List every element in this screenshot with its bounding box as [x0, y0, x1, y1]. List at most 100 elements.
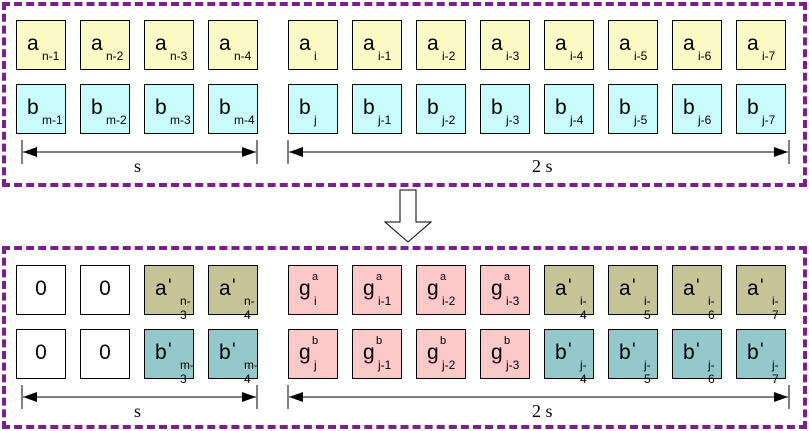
array-cell: b'j-6: [672, 329, 722, 386]
cell-symbol: 0: [35, 277, 47, 300]
cell-symbol: b: [155, 96, 167, 119]
cell-symbol: a: [155, 32, 167, 55]
cell-symbol: a: [27, 32, 39, 55]
array-cell: a'n-3: [144, 265, 194, 322]
array-cell: 0: [80, 329, 130, 379]
cell-symbol: a: [299, 32, 311, 55]
array-cell: b'm-3: [144, 329, 194, 386]
array-cell: a'n-4: [208, 265, 258, 322]
array-cell: a'i-7: [736, 265, 786, 322]
cell-symbol: b: [747, 341, 759, 364]
cell-subscript: m-4: [234, 113, 255, 127]
cell-subscript: j-7: [772, 358, 779, 386]
array-cell: a'i-6: [672, 265, 722, 322]
array-cell: a'i-5: [608, 265, 658, 322]
cell-superscript: a: [312, 271, 319, 283]
cell-symbol: a: [91, 32, 103, 55]
array-cell: b'j-4: [544, 329, 594, 386]
cell-prime: ': [760, 276, 764, 297]
array-cell: 0: [16, 265, 66, 315]
cell-symbol: b: [555, 96, 567, 119]
cell-subscript: n-1: [42, 49, 60, 63]
dimension-2s: [287, 140, 790, 164]
cell-subscript: j: [314, 113, 317, 127]
cell-subscript: j: [314, 358, 317, 372]
cell-subscript: i-3: [506, 49, 520, 63]
dimension-s: [21, 140, 258, 164]
cell-superscript: a: [504, 271, 511, 283]
dimension-s-label: s: [134, 401, 142, 421]
cell-prime: ': [568, 276, 572, 297]
cell-symbol: b: [27, 96, 39, 119]
cell-symbol: g: [299, 277, 311, 300]
cell-subscript: m-3: [180, 358, 194, 386]
cell-symbol: g: [427, 277, 439, 300]
cell-subscript: i-4: [580, 294, 587, 322]
cell-symbol: a: [683, 277, 695, 300]
cell-symbol: a: [219, 32, 231, 55]
cell-subscript: m-1: [42, 113, 63, 127]
cell-prime: ': [760, 340, 764, 361]
cell-subscript: m-3: [170, 113, 191, 127]
cell-symbol: 0: [35, 341, 47, 364]
cell-symbol: a: [619, 32, 631, 55]
cell-subscript: n-3: [170, 49, 188, 63]
cell-symbol: b: [363, 96, 375, 119]
array-cell: b' j-7: [736, 329, 786, 386]
cell-symbol: b: [619, 341, 631, 364]
cell-superscript: a: [440, 271, 447, 283]
array-cell: b'm-4: [208, 329, 258, 386]
cell-symbol: a: [427, 32, 439, 55]
cell-subscript: i-5: [634, 49, 648, 63]
cell-symbol: a: [219, 277, 231, 300]
dimension-2s-label: 2 s: [532, 401, 553, 421]
cell-subscript: m-2: [106, 113, 127, 127]
cell-subscript: j-1: [378, 358, 392, 372]
cell-symbol: g: [363, 341, 375, 364]
cell-symbol: a: [619, 277, 631, 300]
cell-symbol: 0: [99, 277, 111, 300]
cell-subscript: j-5: [644, 358, 651, 386]
cell-symbol: 0: [99, 341, 111, 364]
cell-subscript: i-3: [506, 294, 520, 308]
cell-subscript: i: [314, 49, 317, 63]
cell-symbol: b: [427, 96, 439, 119]
cell-symbol: b: [683, 96, 695, 119]
cell-subscript: j-3: [506, 113, 520, 127]
cell-subscript: j-4: [570, 113, 584, 127]
cell-symbol: b: [91, 96, 103, 119]
cell-subscript: j-6: [708, 358, 715, 386]
cell-symbol: a: [747, 32, 759, 55]
cell-subscript: n-4: [234, 49, 252, 63]
cell-prime: ': [696, 276, 700, 297]
cell-subscript: i-7: [772, 294, 779, 322]
cell-symbol: g: [427, 341, 439, 364]
cell-symbol: a: [683, 32, 695, 55]
cell-subscript: i-1: [378, 294, 392, 308]
array-cell: b'j-5: [608, 329, 658, 386]
cell-superscript: b: [312, 335, 319, 347]
cell-subscript: j-7: [762, 113, 776, 127]
cell-subscript: n-3: [180, 294, 191, 322]
cell-superscript: b: [504, 335, 511, 347]
